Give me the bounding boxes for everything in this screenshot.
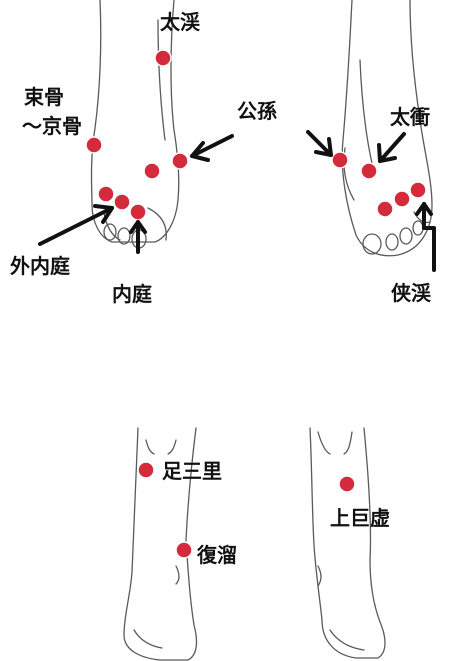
label-kouson: 公孫: [237, 99, 277, 123]
arrow-naitei: [131, 222, 145, 252]
point-taishou-right: [361, 163, 377, 179]
arrow-gainaitei: [40, 206, 112, 244]
label-joukyokyo: 上巨虚: [330, 506, 390, 530]
label-gainaitei: 外内庭: [10, 254, 70, 278]
arrow-taishou: [379, 134, 404, 161]
point-gainaitei-right: [394, 191, 410, 207]
label-sokukotsu-line2: ～京骨: [22, 114, 82, 138]
arrow-kouson-right: [308, 132, 331, 155]
point-kouson-left: [172, 153, 188, 169]
right-leg-outline: [310, 428, 385, 658]
label-ashisanri: 足三里: [162, 459, 222, 483]
label-fukuryuu: 復溜: [196, 543, 237, 567]
point-kyoukei-left: [98, 186, 114, 202]
label-naitei: 内庭: [112, 282, 152, 306]
label-sokukotsu-line1: 束骨: [24, 85, 64, 109]
arrow-kyoukei: [417, 204, 434, 270]
label-taikei: 太渓: [160, 10, 201, 34]
point-naitei: [130, 204, 146, 220]
point-naitei-right: [377, 201, 393, 217]
point-sokukotsu: [86, 137, 102, 153]
pointer-arrows: [40, 132, 434, 270]
point-kyoukei-right: [410, 182, 426, 198]
point-kouson-right: [332, 152, 348, 168]
point-ashisanri: [138, 462, 154, 478]
point-gainaitei: [114, 194, 130, 210]
arrow-kouson-left: [192, 136, 232, 160]
label-taishou: 太衝: [390, 105, 430, 129]
point-joukyokyo: [339, 476, 355, 492]
point-taishou-left: [144, 163, 160, 179]
point-taikei: [155, 50, 171, 66]
point-fukuryuu: [176, 542, 192, 558]
label-kyoukei: 侠渓: [391, 281, 432, 305]
